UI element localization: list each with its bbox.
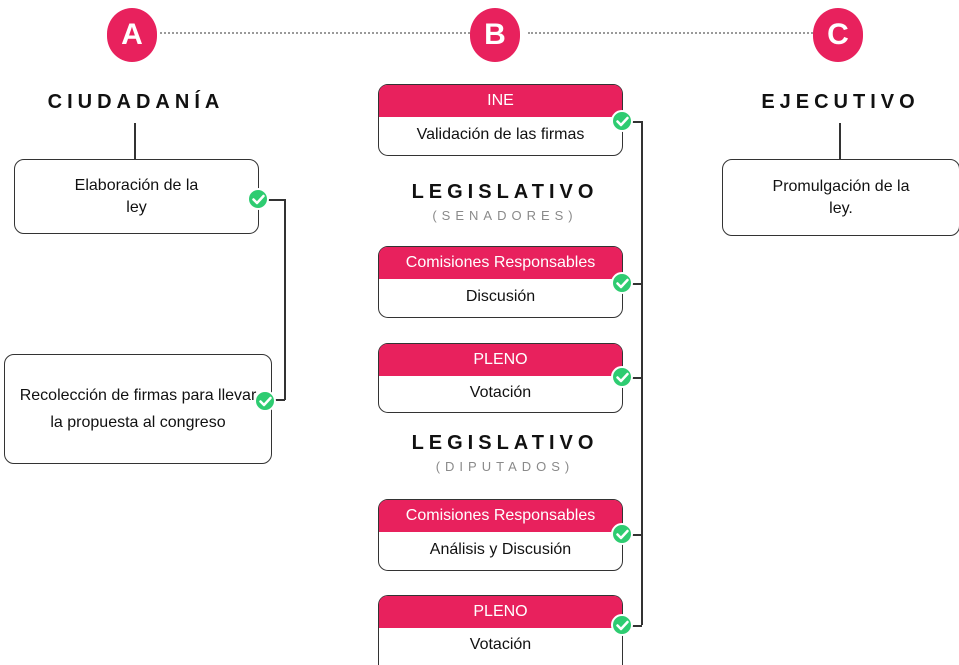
step-comisiones-senadores: Comisiones Responsables Discusión	[378, 246, 623, 318]
heading-legislativo-diputados: LEGISLATIVO	[411, 432, 599, 454]
connector-a-top	[259, 199, 285, 201]
heading-legislativo-senadores: LEGISLATIVO	[411, 181, 599, 203]
step-elaboracion: Elaboración de la ley	[14, 159, 259, 234]
marker-c: C	[813, 8, 863, 62]
step-pleno-diputados-body: Votación	[469, 636, 532, 653]
step-pleno-diputados-header: PLENO	[379, 596, 622, 628]
step-recoleccion-text: Recolección de firmas para llevar la pro…	[19, 387, 257, 431]
subheading-diputados: (DIPUTADOS)	[435, 459, 575, 474]
marker-b: B	[470, 8, 520, 62]
check-icon	[611, 523, 633, 545]
check-icon	[247, 188, 269, 210]
subheading-senadores: (SENADORES)	[432, 208, 578, 223]
check-icon	[254, 390, 276, 412]
step-ine: INE Validación de las firmas	[378, 84, 623, 156]
step-comisiones-diputados-body: Análisis y Discusión	[429, 541, 572, 558]
connector-ciudadania	[134, 123, 136, 160]
heading-ejecutivo: EJECUTIVO	[761, 91, 920, 113]
step-promulgacion: Promulgación de la ley.	[722, 159, 959, 236]
connector-b-vertical	[641, 121, 643, 625]
step-pleno-senadores-header: PLENO	[379, 344, 622, 376]
heading-ciudadania: CIUDADANÍA	[47, 91, 225, 113]
step-comisiones-senadores-body: Discusión	[465, 288, 536, 305]
timeline-dots-left	[160, 32, 470, 34]
timeline-dots-right	[528, 32, 813, 34]
check-icon	[611, 272, 633, 294]
connector-ejecutivo	[839, 123, 841, 160]
connector-a-vertical	[284, 199, 286, 400]
connector-a-bottom	[272, 399, 285, 401]
step-elaboracion-text: Elaboración de la ley	[74, 176, 199, 216]
step-ine-body: Validación de las firmas	[416, 126, 585, 143]
marker-a: A	[107, 8, 157, 62]
step-comisiones-diputados: Comisiones Responsables Análisis y Discu…	[378, 499, 623, 571]
step-recoleccion: Recolección de firmas para llevar la pro…	[4, 354, 272, 464]
step-pleno-diputados: PLENO Votación	[378, 595, 623, 665]
check-icon	[611, 110, 633, 132]
step-promulgacion-text: Promulgación de la ley.	[772, 177, 910, 217]
step-comisiones-senadores-header: Comisiones Responsables	[379, 247, 622, 279]
step-pleno-senadores: PLENO Votación	[378, 343, 623, 413]
step-pleno-senadores-body: Votación	[469, 384, 532, 401]
check-icon	[611, 614, 633, 636]
step-comisiones-diputados-header: Comisiones Responsables	[379, 500, 622, 532]
check-icon	[611, 366, 633, 388]
step-ine-header: INE	[379, 85, 622, 117]
